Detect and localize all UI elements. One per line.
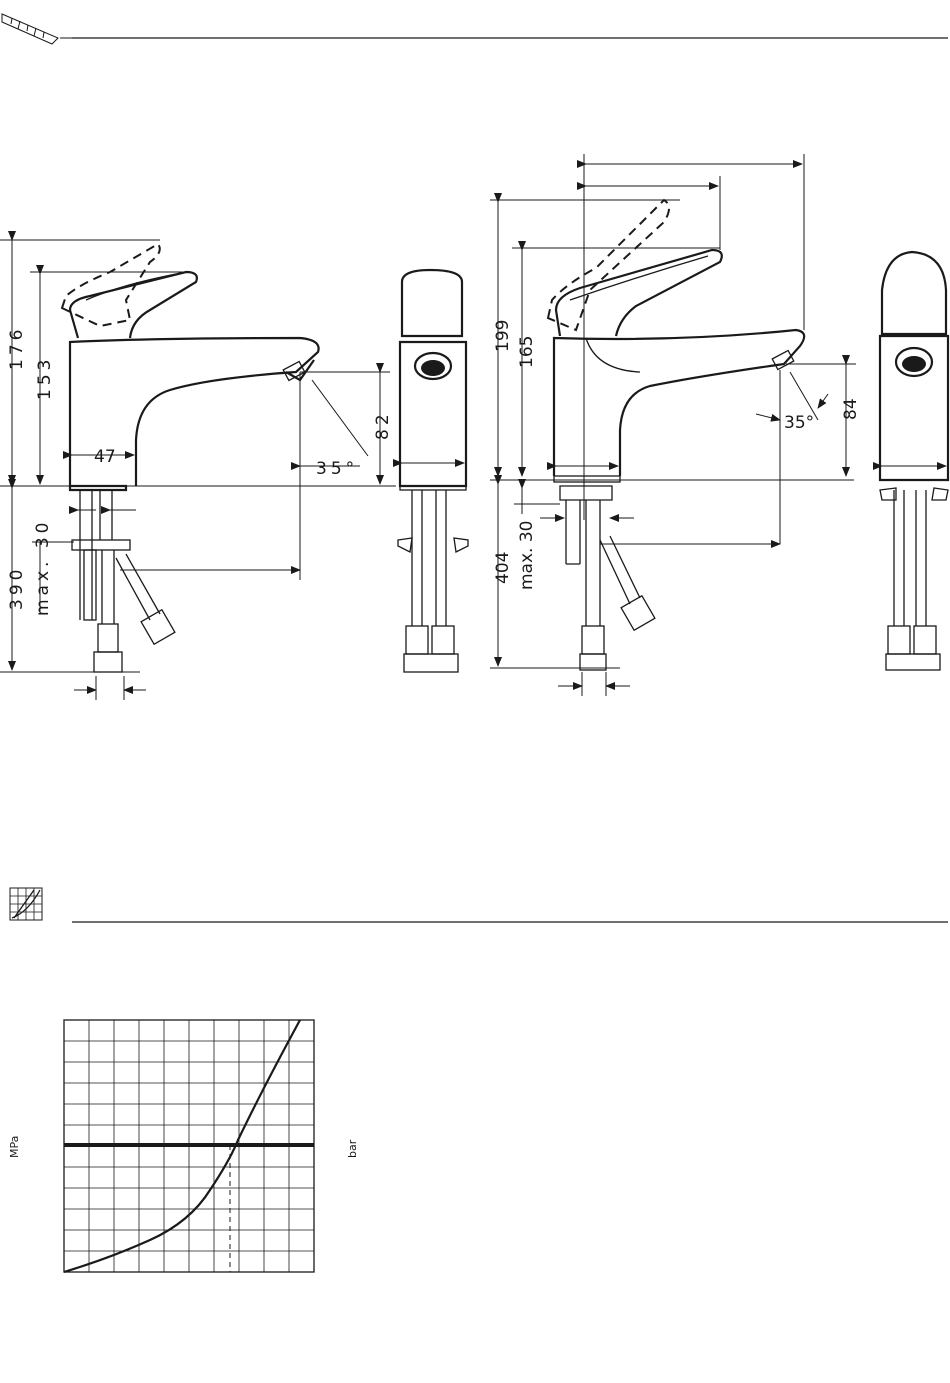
right-unit-label: bar: [346, 1139, 359, 1158]
left-unit-label: MPa: [8, 1136, 21, 1158]
